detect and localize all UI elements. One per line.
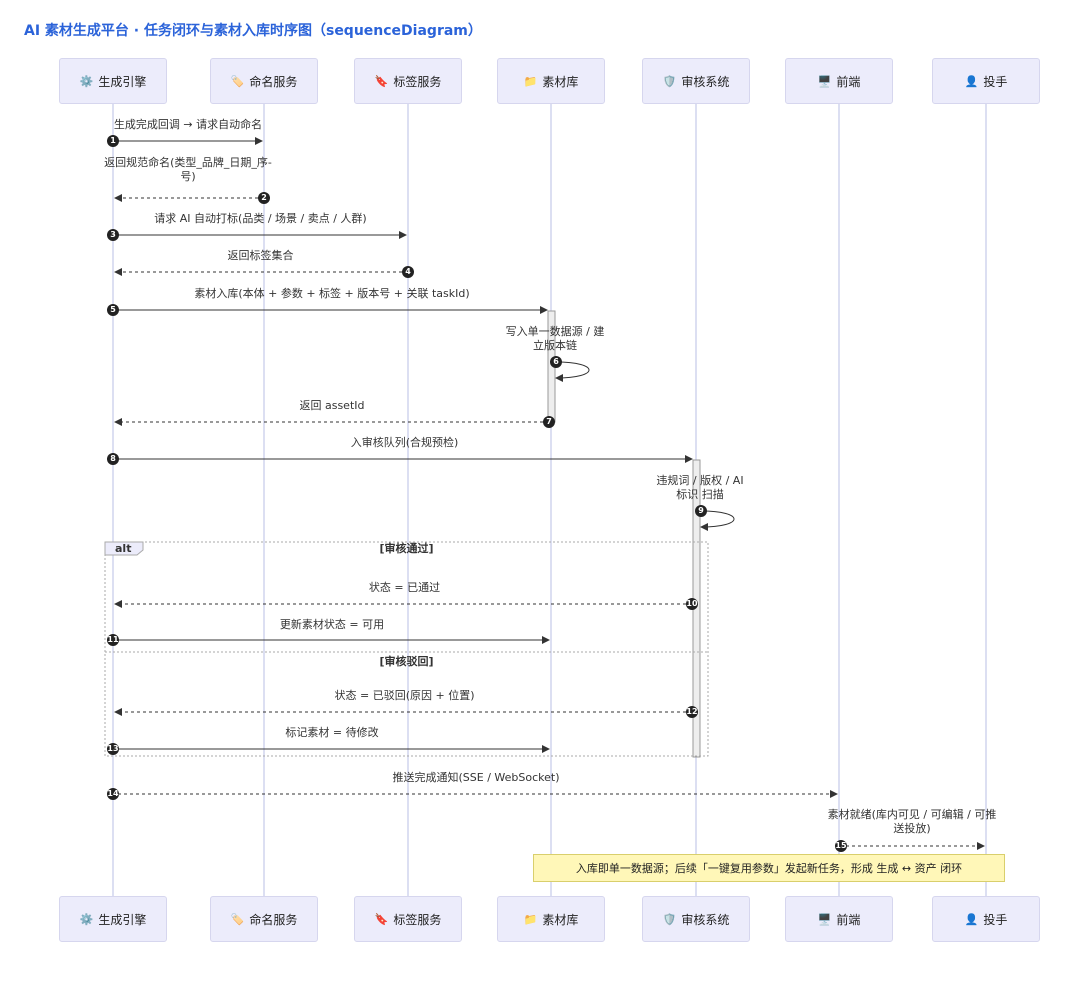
shield-icon: 🛡️ <box>662 912 677 926</box>
actor-label: 审核系统 <box>681 912 730 927</box>
tag-icon: 🏷️ <box>230 74 245 88</box>
user-icon: 👤 <box>964 74 979 88</box>
user-icon: 👤 <box>964 912 979 926</box>
diagram-title: AI 素材生成平台 · 任务闭环与素材入库时序图（sequenceDiagram… <box>24 23 482 39</box>
monitor-icon: 🖥️ <box>817 912 832 926</box>
actor-frontend-bottom: 🖥️ 前端 <box>785 896 893 942</box>
note-text: 入库即单一数据源；后续「一键复用参数」发起新任务，形成 生成 ↔ 资产 闭环 <box>575 862 963 875</box>
actor-label: 素材库 <box>542 912 579 927</box>
sequence-number-15: 15 <box>835 840 847 852</box>
alt-frame-tab <box>104 541 144 556</box>
monitor-icon: 🖥️ <box>817 74 832 88</box>
actor-frontend-top: 🖥️ 前端 <box>785 58 893 104</box>
sequence-number-7: 7 <box>543 416 555 428</box>
sequence-number-11: 11 <box>107 634 119 646</box>
message-label-3: 请求 AI 自动打标(品类 / 场景 / 卖点 / 人群) <box>154 212 367 225</box>
alt-keyword: alt <box>115 542 132 555</box>
alt-condition-approved: [审核通过] <box>379 542 434 555</box>
actor-tag-service-bottom: 🔖 标签服务 <box>354 896 462 942</box>
actor-label: 投手 <box>983 74 1008 89</box>
actor-generation-engine-bottom: ⚙️ 生成引擎 <box>59 896 167 942</box>
actor-label: 标签服务 <box>393 74 442 89</box>
actor-label: 审核系统 <box>681 74 730 89</box>
actor-tag-service-top: 🔖 标签服务 <box>354 58 462 104</box>
bookmark-icon: 🔖 <box>374 912 389 926</box>
actor-review-system-top: 🛡️ 审核系统 <box>642 58 750 104</box>
sequence-number-14: 14 <box>107 788 119 800</box>
sequence-number-6: 6 <box>550 356 562 368</box>
actor-media-buyer-bottom: 👤 投手 <box>932 896 1040 942</box>
bookmark-icon: 🔖 <box>374 74 389 88</box>
actor-label: 投手 <box>983 912 1008 927</box>
message-label-11: 更新素材状态 = 可用 <box>279 618 385 631</box>
actor-label: 标签服务 <box>393 912 442 927</box>
actor-label: 命名服务 <box>249 74 298 89</box>
message-label-5: 素材入库(本体 + 参数 + 标签 + 版本号 + 关联 taskId) <box>194 287 470 300</box>
sequence-number-1: 1 <box>107 135 119 147</box>
gear-icon: ⚙️ <box>79 912 94 926</box>
message-label-1: 生成完成回调 → 请求自动命名 <box>113 118 263 131</box>
actor-asset-library-bottom: 📁 素材库 <box>497 896 605 942</box>
folder-icon: 📁 <box>523 74 538 88</box>
note-single-source-of-truth: 入库即单一数据源；后续「一键复用参数」发起新任务，形成 生成 ↔ 资产 闭环 <box>533 854 1005 882</box>
actor-label: 前端 <box>836 912 861 927</box>
message-label-6: 写入单一数据源 / 建立版本链 <box>505 325 605 352</box>
message-label-7: 返回 assetId <box>299 399 365 412</box>
actor-label: 素材库 <box>542 74 579 89</box>
sequence-number-3: 3 <box>107 229 119 241</box>
message-label-15: 素材就绪(库内可见 / 可编辑 / 可推送投放) <box>827 808 997 835</box>
sequence-number-2: 2 <box>258 192 270 204</box>
message-label-2: 返回规范命名(类型_品牌_日期_序-号) <box>104 156 272 183</box>
actor-naming-service-bottom: 🏷️ 命名服务 <box>210 896 318 942</box>
shield-icon: 🛡️ <box>662 74 677 88</box>
message-label-8: 入审核队列(合规预检) <box>350 436 459 449</box>
alt-frame <box>104 541 709 757</box>
actor-label: 前端 <box>836 74 861 89</box>
message-arrow-9-self <box>700 510 735 531</box>
actor-review-system-bottom: 🛡️ 审核系统 <box>642 896 750 942</box>
gear-icon: ⚙️ <box>79 74 94 88</box>
message-label-9: 违规词 / 版权 / AI 标识 扫描 <box>656 474 744 501</box>
sequence-number-4: 4 <box>402 266 414 278</box>
message-label-13: 标记素材 = 待修改 <box>285 726 379 739</box>
message-arrow-6-self <box>555 361 590 382</box>
actor-label: 命名服务 <box>249 912 298 927</box>
actor-naming-service-top: 🏷️ 命名服务 <box>210 58 318 104</box>
message-label-4: 返回标签集合 <box>227 249 294 262</box>
sequence-number-12: 12 <box>686 706 698 718</box>
actor-label: 生成引擎 <box>98 912 147 927</box>
message-label-12: 状态 = 已驳回(原因 + 位置) <box>334 689 475 702</box>
message-label-14: 推送完成通知(SSE / WebSocket) <box>392 771 560 784</box>
sequence-number-10: 10 <box>686 598 698 610</box>
actor-asset-library-top: 📁 素材库 <box>497 58 605 104</box>
actor-label: 生成引擎 <box>98 74 147 89</box>
sequence-number-8: 8 <box>107 453 119 465</box>
sequence-number-5: 5 <box>107 304 119 316</box>
actor-generation-engine-top: ⚙️ 生成引擎 <box>59 58 167 104</box>
message-label-10: 状态 = 已通过 <box>368 581 441 594</box>
tag-icon: 🏷️ <box>230 912 245 926</box>
sequence-number-9: 9 <box>695 505 707 517</box>
folder-icon: 📁 <box>523 912 538 926</box>
alt-condition-rejected: [审核驳回] <box>379 655 434 668</box>
actor-media-buyer-top: 👤 投手 <box>932 58 1040 104</box>
sequence-number-13: 13 <box>107 743 119 755</box>
